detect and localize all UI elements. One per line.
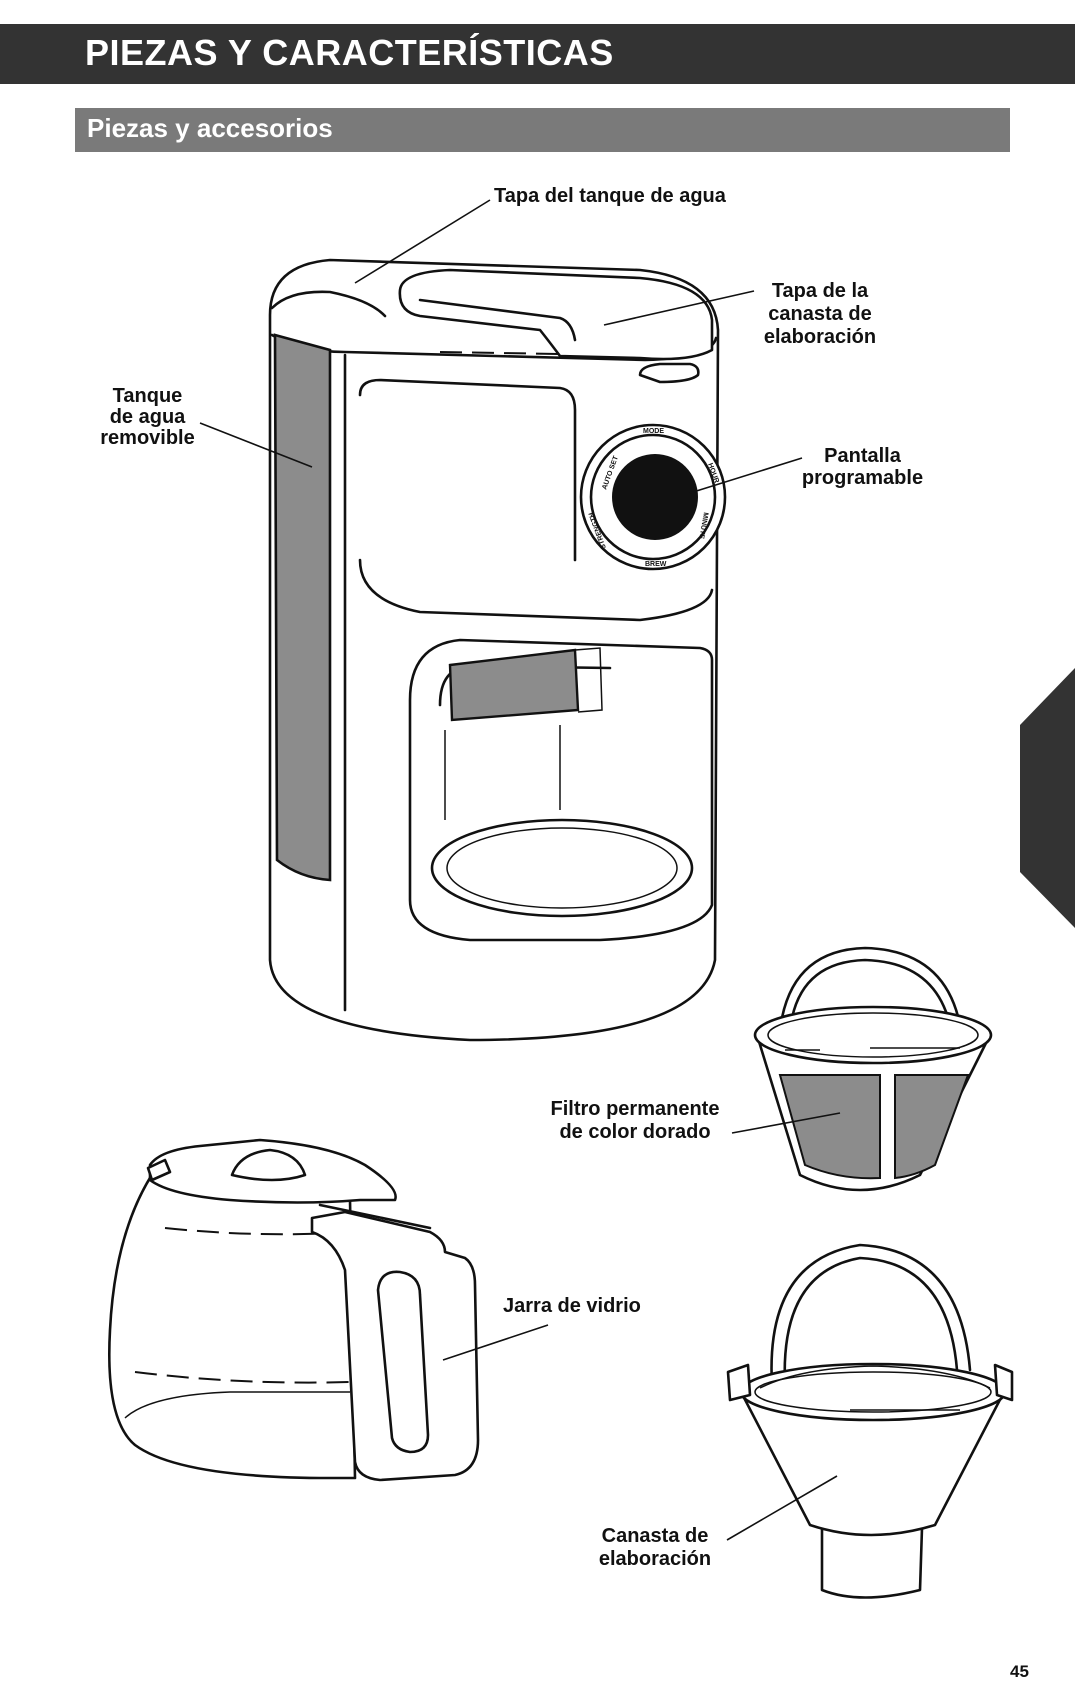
dial-label-brew: BREW [645,561,667,568]
label-gold-filter-line1: Filtro permanente [550,1098,720,1120]
language-tab-shape [1020,668,1075,928]
language-tab-label: Español [975,793,1004,891]
coffee-maker-drawing [268,258,727,1042]
label-brew-basket: Canasta de elaboración [585,1525,725,1571]
label-programmable-display: Pantalla programable [790,445,935,489]
dial-label-mode: MODE [643,428,664,435]
subsection-title: Piezas y accesorios [87,113,333,143]
label-brew-basket-lid-line2: canasta de [768,303,872,325]
glass-carafe-drawing [108,1138,480,1482]
label-programmable-display-line2: programable [801,467,924,489]
label-water-tank-lid: Tapa del tanque de agua [494,185,726,207]
label-removable-tank-line2: de agua [109,406,186,428]
gold-filter-drawing [753,946,993,1192]
page-title: PIEZAS Y CARACTERÍSTICAS [85,32,614,73]
label-removable-tank: Tanque de agua removible [90,386,205,449]
subsection-header-bar [75,108,1010,152]
leader-lines [199,199,841,1541]
leader-programmable-display [689,457,803,494]
section-header-bar [0,24,1075,84]
label-brew-basket-line1: Canasta de [601,1525,709,1547]
dial-label-minute: MINUTE [697,512,709,540]
label-gold-filter: Filtro permanente de color dorado [535,1098,735,1144]
leader-brew-basket-lid [603,290,755,326]
label-brew-basket-line2: elaboración [598,1548,712,1570]
brew-basket-drawing [726,1243,1014,1599]
label-glass-carafe: Jarra de vidrio [503,1295,641,1317]
label-gold-filter-line2: de color dorado [559,1121,711,1143]
label-removable-tank-line3: removible [100,427,195,449]
label-brew-basket-lid-line1: Tapa de la [771,280,869,302]
leader-glass-carafe [442,1324,549,1361]
leader-water-tank-lid [354,199,491,284]
label-programmable-display-line1: Pantalla [824,445,901,467]
label-brew-basket-lid-line3: elaboración [763,326,877,348]
page-number: 45 [1010,1662,1029,1681]
leader-brew-basket [726,1475,838,1541]
label-brew-basket-lid: Tapa de la canasta de elaboración [755,280,885,349]
leader-removable-tank [199,422,313,468]
label-removable-tank-line1: Tanque [112,385,183,407]
leader-gold-filter [731,1112,841,1134]
